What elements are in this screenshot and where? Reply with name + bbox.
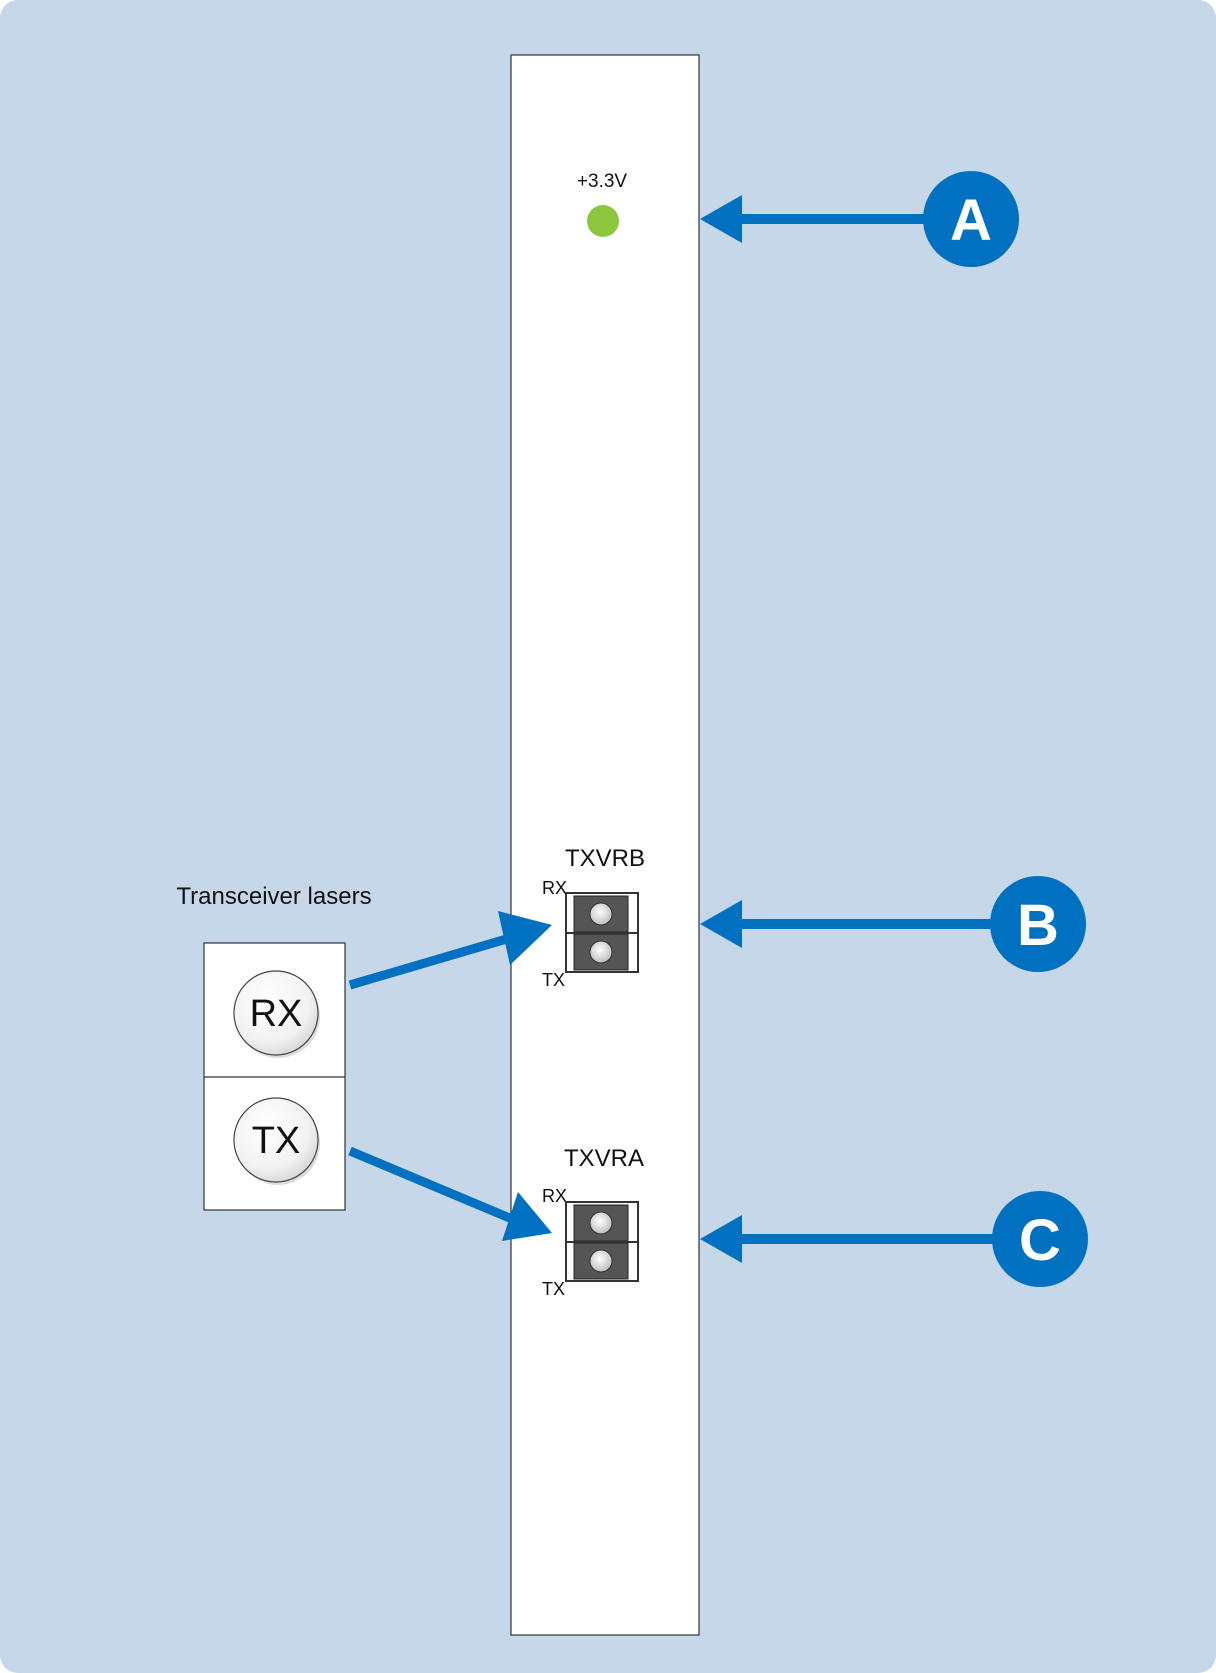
txvra-title: TXVRA xyxy=(564,1145,644,1172)
txvra-tx-label: TX xyxy=(542,1279,565,1299)
callout-c: C xyxy=(700,1191,1088,1287)
txvrb-connector[interactable] xyxy=(565,892,639,973)
laser-rx-button[interactable]: RX xyxy=(233,970,320,1058)
led-label: +3.3V xyxy=(577,171,628,192)
power-led xyxy=(587,205,619,237)
txvrb-tx-label: TX xyxy=(542,970,565,990)
laser-tx-button[interactable]: TX xyxy=(233,1097,320,1185)
board-panel xyxy=(510,54,700,1636)
txvrb-title: TXVRB xyxy=(565,845,645,872)
callout-a: A xyxy=(700,171,1019,267)
callout-b-label: B xyxy=(1017,893,1059,958)
txvrb-rx-label: RX xyxy=(542,878,567,898)
laser-rx-label: RX xyxy=(250,993,303,1035)
tx-to-txvra-arrow xyxy=(348,1146,552,1241)
laser-tx-label: TX xyxy=(252,1120,301,1162)
callout-a-label: A xyxy=(950,188,992,253)
lasers-caption: Transceiver lasers xyxy=(176,883,371,910)
callout-b: B xyxy=(700,876,1086,972)
callout-c-label: C xyxy=(1019,1208,1061,1273)
rx-to-txvrb-arrow xyxy=(348,911,552,990)
txvra-rx-label: RX xyxy=(542,1186,567,1206)
txvra-connector[interactable] xyxy=(565,1201,639,1282)
